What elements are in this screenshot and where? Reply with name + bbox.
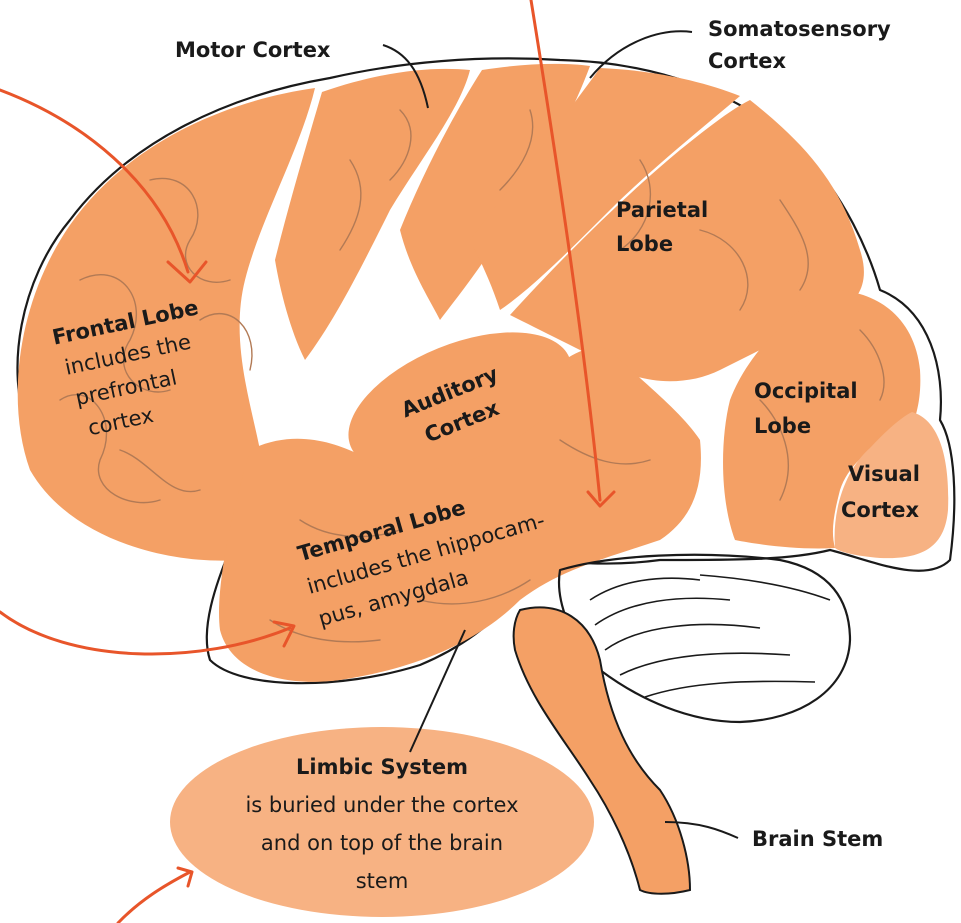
- motor-cortex-label: Motor Cortex: [175, 38, 331, 62]
- limbic-label-line3: stem: [356, 869, 409, 893]
- occipital-label-line2: Lobe: [754, 414, 811, 438]
- parietal-label-line2: Lobe: [616, 232, 673, 256]
- limbic-label-line2: and on top of the brain: [261, 831, 503, 855]
- occipital-label-line1: Occipital: [754, 379, 858, 403]
- cerebellum-folds: [590, 575, 830, 697]
- limbic-label-line1: is buried under the cortex: [245, 793, 518, 817]
- somatosensory-label-line1: Somatosensory: [708, 17, 891, 41]
- limbic-label-title: Limbic System: [296, 755, 468, 779]
- parietal-label-line1: Parietal: [616, 198, 708, 222]
- limbic-system-arrow: [118, 872, 190, 923]
- visual-label-line2: Cortex: [841, 498, 919, 522]
- visual-label-line1: Visual: [848, 462, 920, 486]
- somatosensory-label-line2: Cortex: [708, 49, 786, 73]
- brain-stem-label: Brain Stem: [752, 827, 883, 851]
